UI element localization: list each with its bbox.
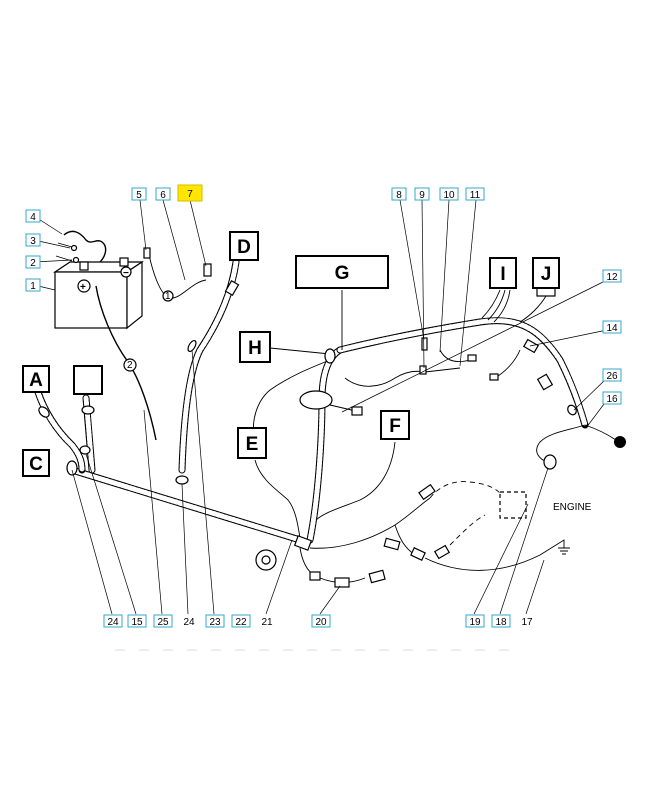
callout-8[interactable]: 8	[391, 187, 407, 201]
svg-text:23: 23	[209, 617, 221, 628]
main-harness	[34, 258, 589, 544]
svg-text:H: H	[248, 338, 262, 359]
callout-3[interactable]: 3	[25, 233, 41, 247]
svg-text:25: 25	[157, 617, 169, 628]
svg-text:1: 1	[165, 291, 171, 302]
connector-label-j: J	[532, 257, 560, 289]
svg-text:8: 8	[396, 190, 402, 201]
svg-text:24: 24	[107, 617, 119, 628]
ground-wire	[147, 249, 207, 299]
connector-label-i: I	[489, 257, 517, 289]
callout-7-highlighted[interactable]: 7	[177, 184, 203, 202]
connector-label-c: C	[22, 449, 50, 477]
svg-text:24: 24	[183, 617, 195, 628]
svg-text:22: 22	[235, 617, 247, 628]
callout-25[interactable]: 25	[153, 614, 173, 628]
callout-17[interactable]: 17	[521, 617, 533, 628]
svg-text:4: 4	[30, 212, 36, 223]
callout-22[interactable]: 22	[231, 614, 251, 628]
e-wire	[253, 359, 331, 441]
svg-text:2: 2	[127, 360, 133, 371]
svg-text:5: 5	[136, 190, 142, 201]
callout-9[interactable]: 9	[414, 187, 430, 201]
svg-text:19: 19	[469, 617, 481, 628]
svg-text:6: 6	[160, 190, 166, 201]
callout-16[interactable]: 16	[602, 391, 622, 405]
connector-label-blank	[73, 365, 103, 395]
svg-text:E: E	[246, 434, 259, 455]
leader-lines	[33, 199, 608, 615]
svg-text:1: 1	[30, 281, 36, 292]
svg-text:9: 9	[419, 190, 425, 201]
svg-text:G: G	[335, 263, 350, 284]
callout-12[interactable]: 12	[602, 269, 622, 283]
callouts: 4 3 2 1 5 6 7 8	[25, 184, 622, 628]
svg-text:26: 26	[606, 371, 618, 382]
callout-20[interactable]: 20	[311, 614, 331, 628]
callout-14[interactable]: 14	[602, 320, 622, 334]
svg-text:I: I	[500, 264, 505, 285]
engine-label: ENGINE	[553, 502, 592, 513]
svg-text:14: 14	[606, 323, 618, 334]
callout-23[interactable]: 23	[205, 614, 225, 628]
connector-label-h: H	[239, 331, 271, 363]
callout-24-left[interactable]: 24	[103, 614, 123, 628]
svg-text:2: 2	[30, 258, 36, 269]
svg-text:A: A	[29, 370, 43, 391]
battery-cable	[63, 230, 107, 263]
connector-label-d: D	[229, 231, 259, 261]
svg-text:16: 16	[606, 394, 618, 405]
h-wire	[269, 347, 331, 355]
callout-4[interactable]: 4	[25, 209, 41, 223]
svg-text:7: 7	[187, 189, 193, 200]
svg-text:12: 12	[606, 272, 618, 283]
svg-text:−: −	[123, 268, 129, 279]
svg-text:J: J	[541, 264, 552, 285]
callout-21[interactable]: 21	[261, 617, 273, 628]
svg-text:18: 18	[495, 617, 507, 628]
callout-18[interactable]: 18	[491, 614, 511, 628]
svg-text:11: 11	[470, 190, 481, 201]
svg-text:17: 17	[521, 617, 533, 628]
letter-boxes: A C D E F G H I	[22, 231, 560, 477]
connector-label-f: F	[380, 410, 410, 440]
svg-text:15: 15	[131, 617, 143, 628]
connector-label-a: A	[22, 365, 50, 393]
svg-text:3: 3	[30, 236, 36, 247]
callout-10[interactable]: 10	[439, 187, 459, 201]
svg-text:+: +	[80, 282, 86, 293]
callout-2[interactable]: 2	[25, 255, 41, 269]
callout-11[interactable]: 11	[465, 187, 485, 201]
battery: + −	[53, 257, 144, 330]
svg-text:20: 20	[315, 617, 327, 628]
callout-6[interactable]: 6	[155, 187, 171, 201]
callout-24-plain[interactable]: 24	[183, 617, 195, 628]
svg-text:F: F	[389, 416, 401, 437]
callout-1[interactable]: 1	[25, 278, 41, 292]
svg-text:10: 10	[443, 190, 455, 201]
svg-text:D: D	[237, 237, 251, 258]
svg-text:21: 21	[261, 617, 273, 628]
connector-label-e: E	[237, 427, 267, 459]
callout-26[interactable]: 26	[602, 368, 622, 382]
callout-19[interactable]: 19	[465, 614, 485, 628]
svg-text:C: C	[29, 454, 43, 475]
f-wire	[315, 441, 396, 521]
callout-5[interactable]: 5	[131, 187, 147, 201]
callout-15[interactable]: 15	[127, 614, 147, 628]
connector-label-g: G	[295, 255, 389, 289]
